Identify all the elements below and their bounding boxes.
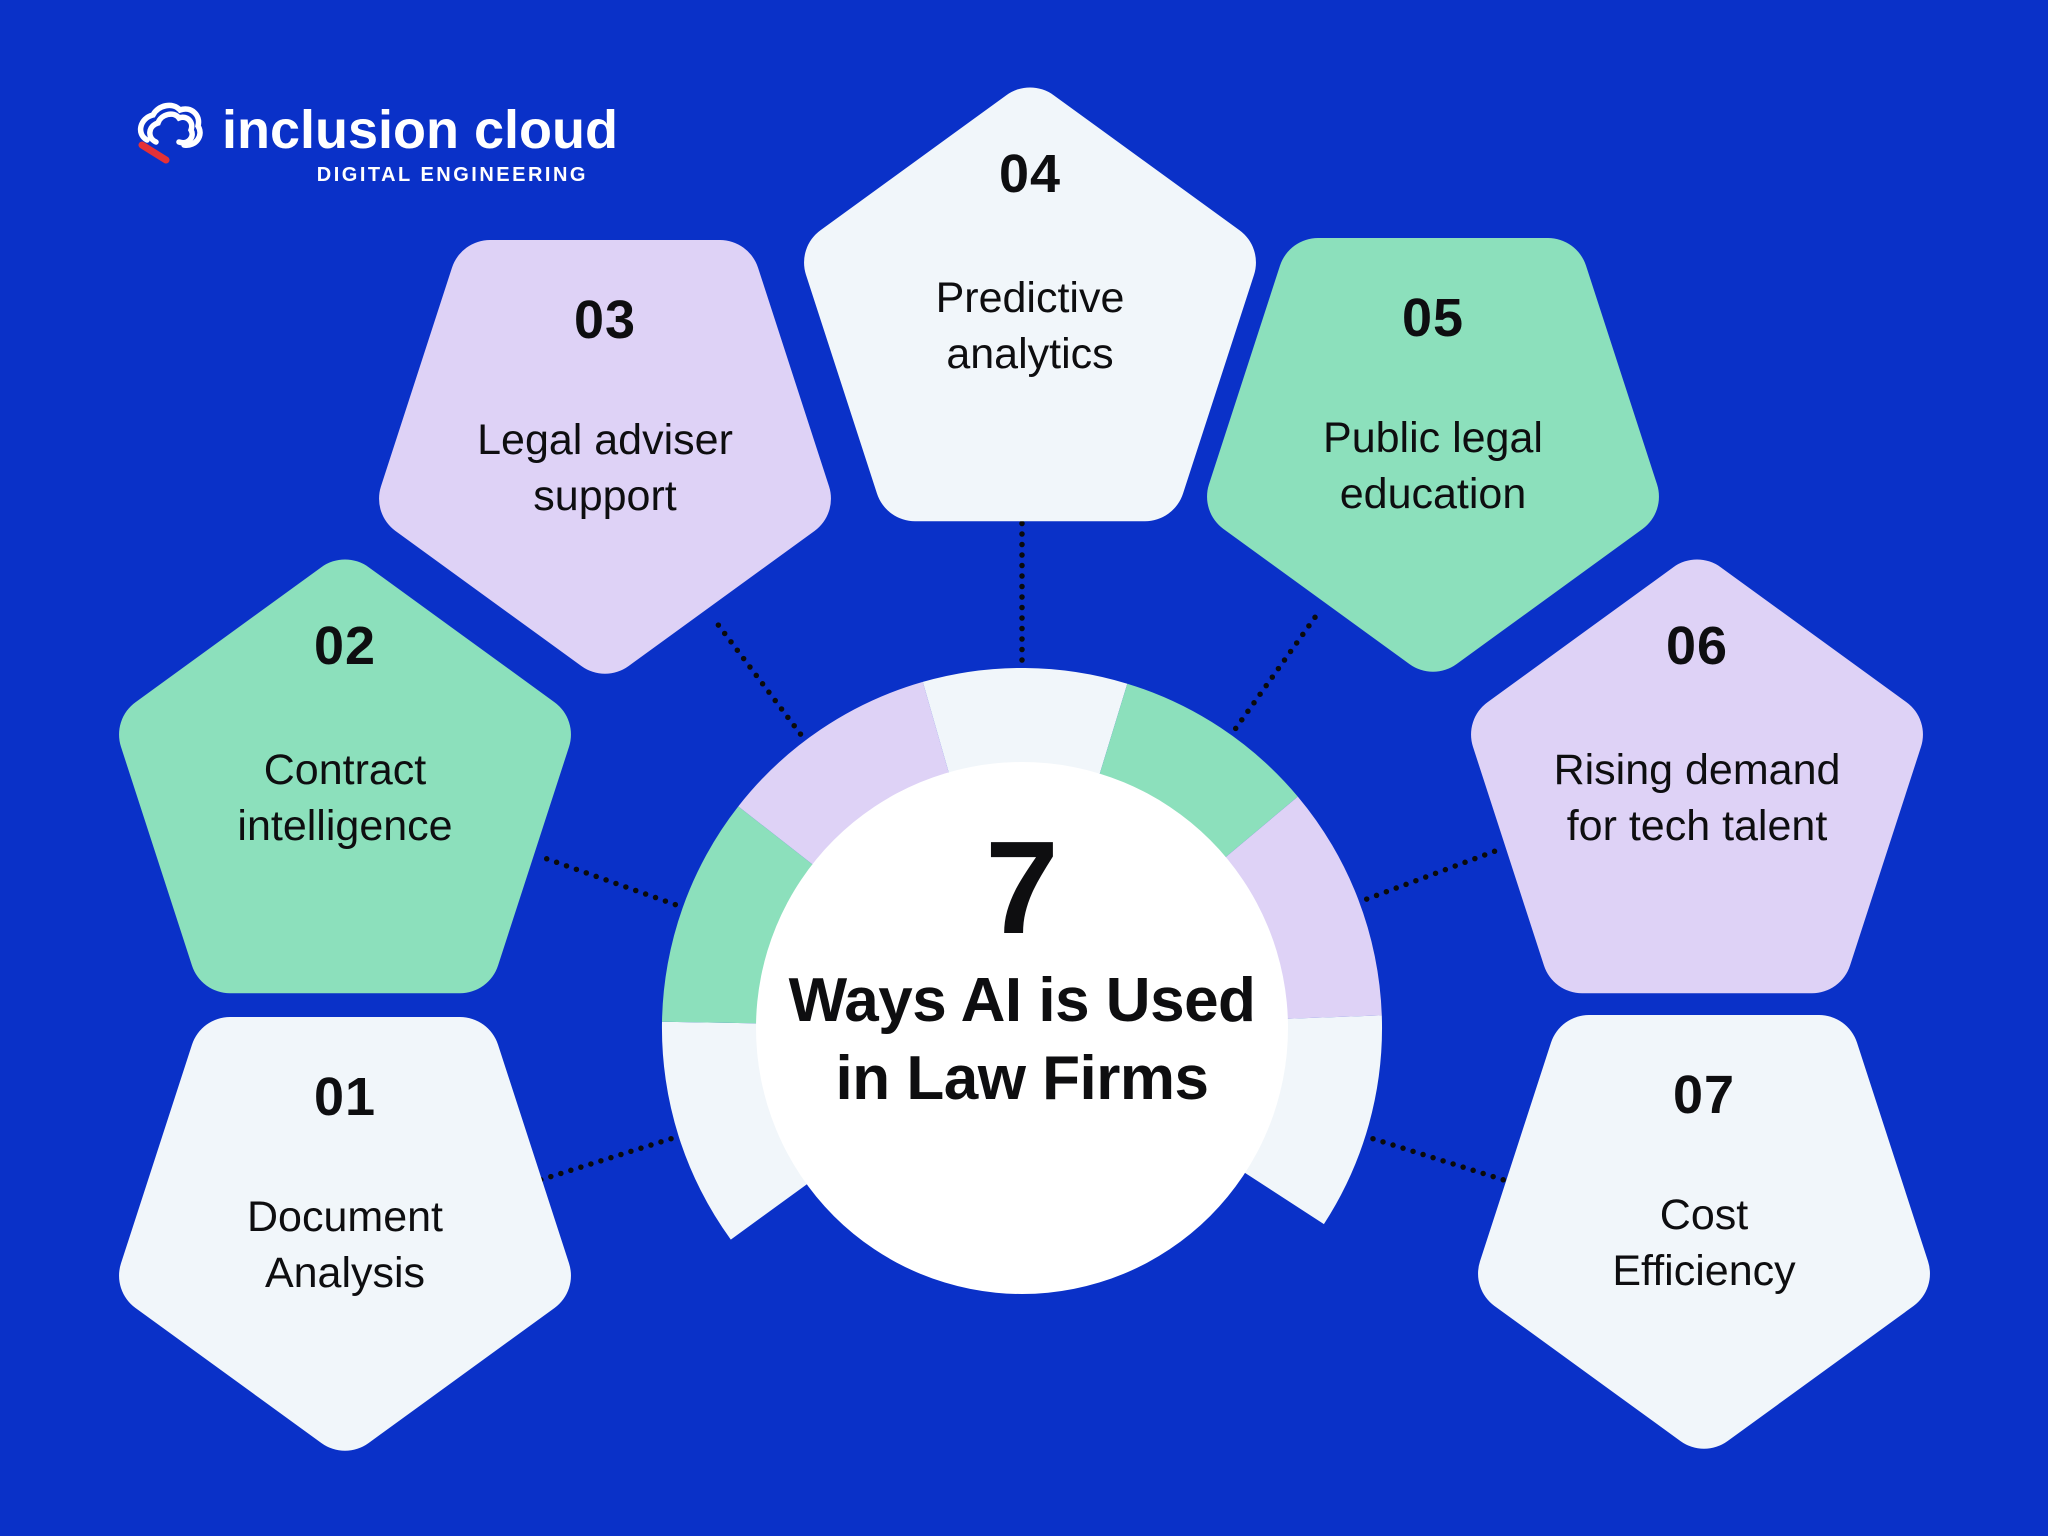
ring-segment-03 (738, 681, 950, 867)
logo: inclusion cloud DIGITAL ENGINEERING (132, 96, 619, 206)
item-05-label: Public legal education (1323, 414, 1543, 518)
pentagon-05-shape (1207, 237, 1659, 672)
ring-segment-05 (1098, 683, 1298, 860)
connector-07 (1370, 1135, 1507, 1183)
pentagon-04-shape (804, 87, 1256, 522)
pentagon-03-shape (379, 239, 831, 674)
ring-segment-04 (922, 667, 1128, 778)
logo-red-swoosh (138, 141, 170, 164)
pentagon-06-shape (1471, 559, 1923, 994)
pentagon-02-shape (119, 559, 571, 994)
item-07-number: 07 (1672, 1065, 1736, 1125)
brand-tagline: DIGITAL ENGINEERING (316, 164, 588, 186)
center-title: Ways AI is Used in Law Firms (722, 962, 1322, 1118)
ring-segment-01 (661, 1021, 810, 1240)
connector-06 (1363, 848, 1498, 902)
ring-segment-02 (662, 806, 816, 1024)
item-06-label: Rising demand for tech talent (1553, 746, 1841, 850)
item-05-number: 05 (1401, 288, 1465, 348)
item-04-number: 04 (998, 144, 1062, 204)
connector-01 (537, 1135, 674, 1183)
center-number: 7 (985, 814, 1059, 961)
brand-name: inclusion cloud (222, 100, 619, 160)
item-06-number: 06 (1665, 616, 1729, 676)
center-ring (661, 667, 1383, 1240)
item-03-number: 03 (573, 290, 637, 350)
center-title-line1: Ways AI is Used (788, 966, 1256, 1035)
item-01-number: 01 (313, 1067, 377, 1127)
item-03-label: Legal adviser support (477, 416, 733, 520)
item-02-label: Contract intelligence (237, 746, 453, 850)
center-title-line2: in Law Firms (835, 1044, 1209, 1113)
connector-05 (1232, 614, 1319, 732)
item-04-label: Predictive analytics (935, 274, 1125, 378)
pentagon-07-shape (1478, 1014, 1930, 1449)
cloud-logo-icon (137, 102, 203, 164)
item-07-label: Cost Efficiency (1612, 1191, 1796, 1295)
item-01-label: Document Analysis (247, 1193, 443, 1297)
pentagon-01-shape (119, 1016, 571, 1451)
item-02-number: 02 (313, 616, 377, 676)
ring-segment-06 (1222, 796, 1382, 1019)
center-circle (756, 762, 1288, 1294)
connector-02 (543, 855, 679, 908)
connector-03 (715, 621, 804, 737)
ring-segment-07 (1241, 1015, 1383, 1225)
